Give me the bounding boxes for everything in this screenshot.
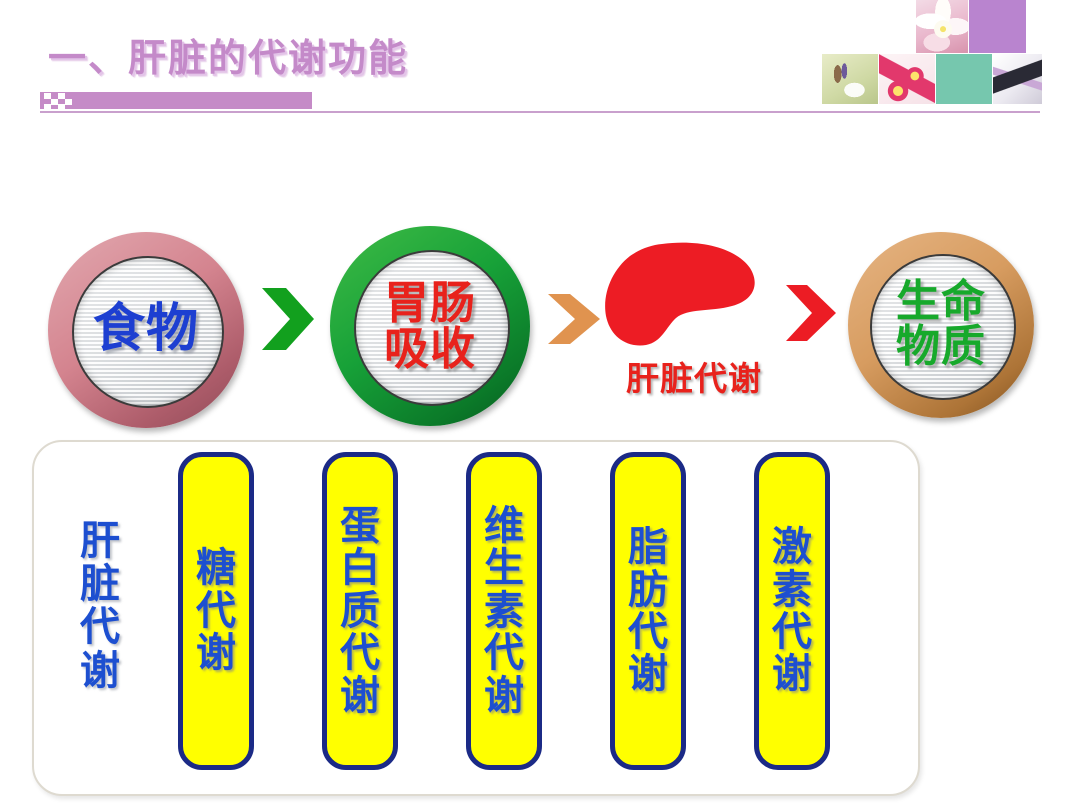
metabolism-flow-diagram: 食物 胃肠 吸收 肝脏代谢 生命 物质 xyxy=(0,200,1080,430)
pill-label-char: 生 xyxy=(484,545,524,592)
pill-label: 蛋 白 质 代 谢 xyxy=(340,505,380,717)
flow-node-liver-label: 肝脏代谢 xyxy=(626,359,762,398)
metabolism-pill-fat[interactable]: 脂 肪 代 谢 xyxy=(610,452,686,770)
pill-label-char: 代 xyxy=(628,609,668,655)
pill-label-char: 脂 xyxy=(628,524,668,571)
pill-label-char: 蛋 xyxy=(340,503,380,550)
pill-label-char: 素 xyxy=(772,566,812,613)
flower-photo-icon xyxy=(916,0,968,53)
flow-node-liver: 肝脏代谢 xyxy=(596,230,796,410)
pill-label: 激 素 代 谢 xyxy=(772,526,812,696)
pill-label-char: 谢 xyxy=(484,672,524,719)
flow-node-food-label: 食物 xyxy=(92,299,199,360)
pill-label: 糖 代 谢 xyxy=(196,545,236,677)
flow-node-life-substance: 生命 物质 xyxy=(848,232,1034,418)
pill-label-char: 代 xyxy=(772,609,812,655)
metabolism-pill-sugar[interactable]: 糖 代 谢 xyxy=(178,452,254,770)
pill-label-char: 谢 xyxy=(628,651,668,698)
circle-inner-face xyxy=(870,254,1016,400)
side-label-char: 代 xyxy=(80,604,120,651)
metabolism-pill-hormone[interactable]: 激 素 代 谢 xyxy=(754,452,830,770)
pill-label-char: 代 xyxy=(196,587,236,634)
panel-side-label: 肝 脏 代 谢 xyxy=(72,518,128,694)
teal-block-icon xyxy=(936,54,992,104)
flow-node-absorption: 胃肠 吸收 xyxy=(330,226,530,426)
side-label-char: 谢 xyxy=(80,647,120,694)
pill-label: 维 生 素 代 谢 xyxy=(484,505,524,717)
checker-pattern-icon xyxy=(40,92,86,110)
pill-label-char: 代 xyxy=(484,630,524,677)
circle-inner-face xyxy=(71,255,225,409)
metabolism-pill-protein[interactable]: 蛋 白 质 代 谢 xyxy=(322,452,398,770)
pill-label-char: 维 xyxy=(484,503,524,550)
pill-label-char: 白 xyxy=(340,545,380,592)
side-label-char: 脏 xyxy=(80,561,120,608)
circle-inner-face xyxy=(354,250,510,406)
lab-glassware-icon xyxy=(822,54,878,104)
title-accent-bar xyxy=(40,92,312,110)
slide-header: 一、肝脏的代谢功能 xyxy=(0,0,1080,120)
liver-organ-icon xyxy=(605,242,755,346)
pill-label-char: 谢 xyxy=(340,672,380,719)
page-title: 一、肝脏的代谢功能 xyxy=(48,36,409,80)
lipstick-photo-icon xyxy=(879,54,935,104)
flow-node-food: 食物 xyxy=(48,232,244,428)
decorative-image-collage xyxy=(806,0,1042,104)
pill-label-char: 肪 xyxy=(628,566,668,613)
pill-label-char: 代 xyxy=(340,630,380,677)
compact-case-icon xyxy=(993,54,1042,104)
arrow-1-icon xyxy=(262,288,314,350)
purple-block-icon xyxy=(969,0,1026,53)
pill-label-char: 素 xyxy=(484,587,524,634)
pill-label-char: 糖 xyxy=(196,545,236,592)
arrow-3-icon xyxy=(786,285,836,341)
pill-label: 脂 肪 代 谢 xyxy=(628,526,668,696)
pill-label-char: 谢 xyxy=(196,630,236,677)
side-label-char: 肝 xyxy=(80,518,120,564)
pill-label-char: 质 xyxy=(340,587,380,634)
arrow-2-icon xyxy=(548,294,600,344)
header-divider xyxy=(40,111,1040,113)
flow-node-absorption-label: 胃肠 吸收 xyxy=(383,276,476,375)
pill-label-char: 激 xyxy=(772,524,812,571)
metabolism-pill-vitamin[interactable]: 维 生 素 代 谢 xyxy=(466,452,542,770)
flow-node-life-substance-label: 生命 物质 xyxy=(896,276,986,372)
pill-label-char: 谢 xyxy=(772,651,812,698)
